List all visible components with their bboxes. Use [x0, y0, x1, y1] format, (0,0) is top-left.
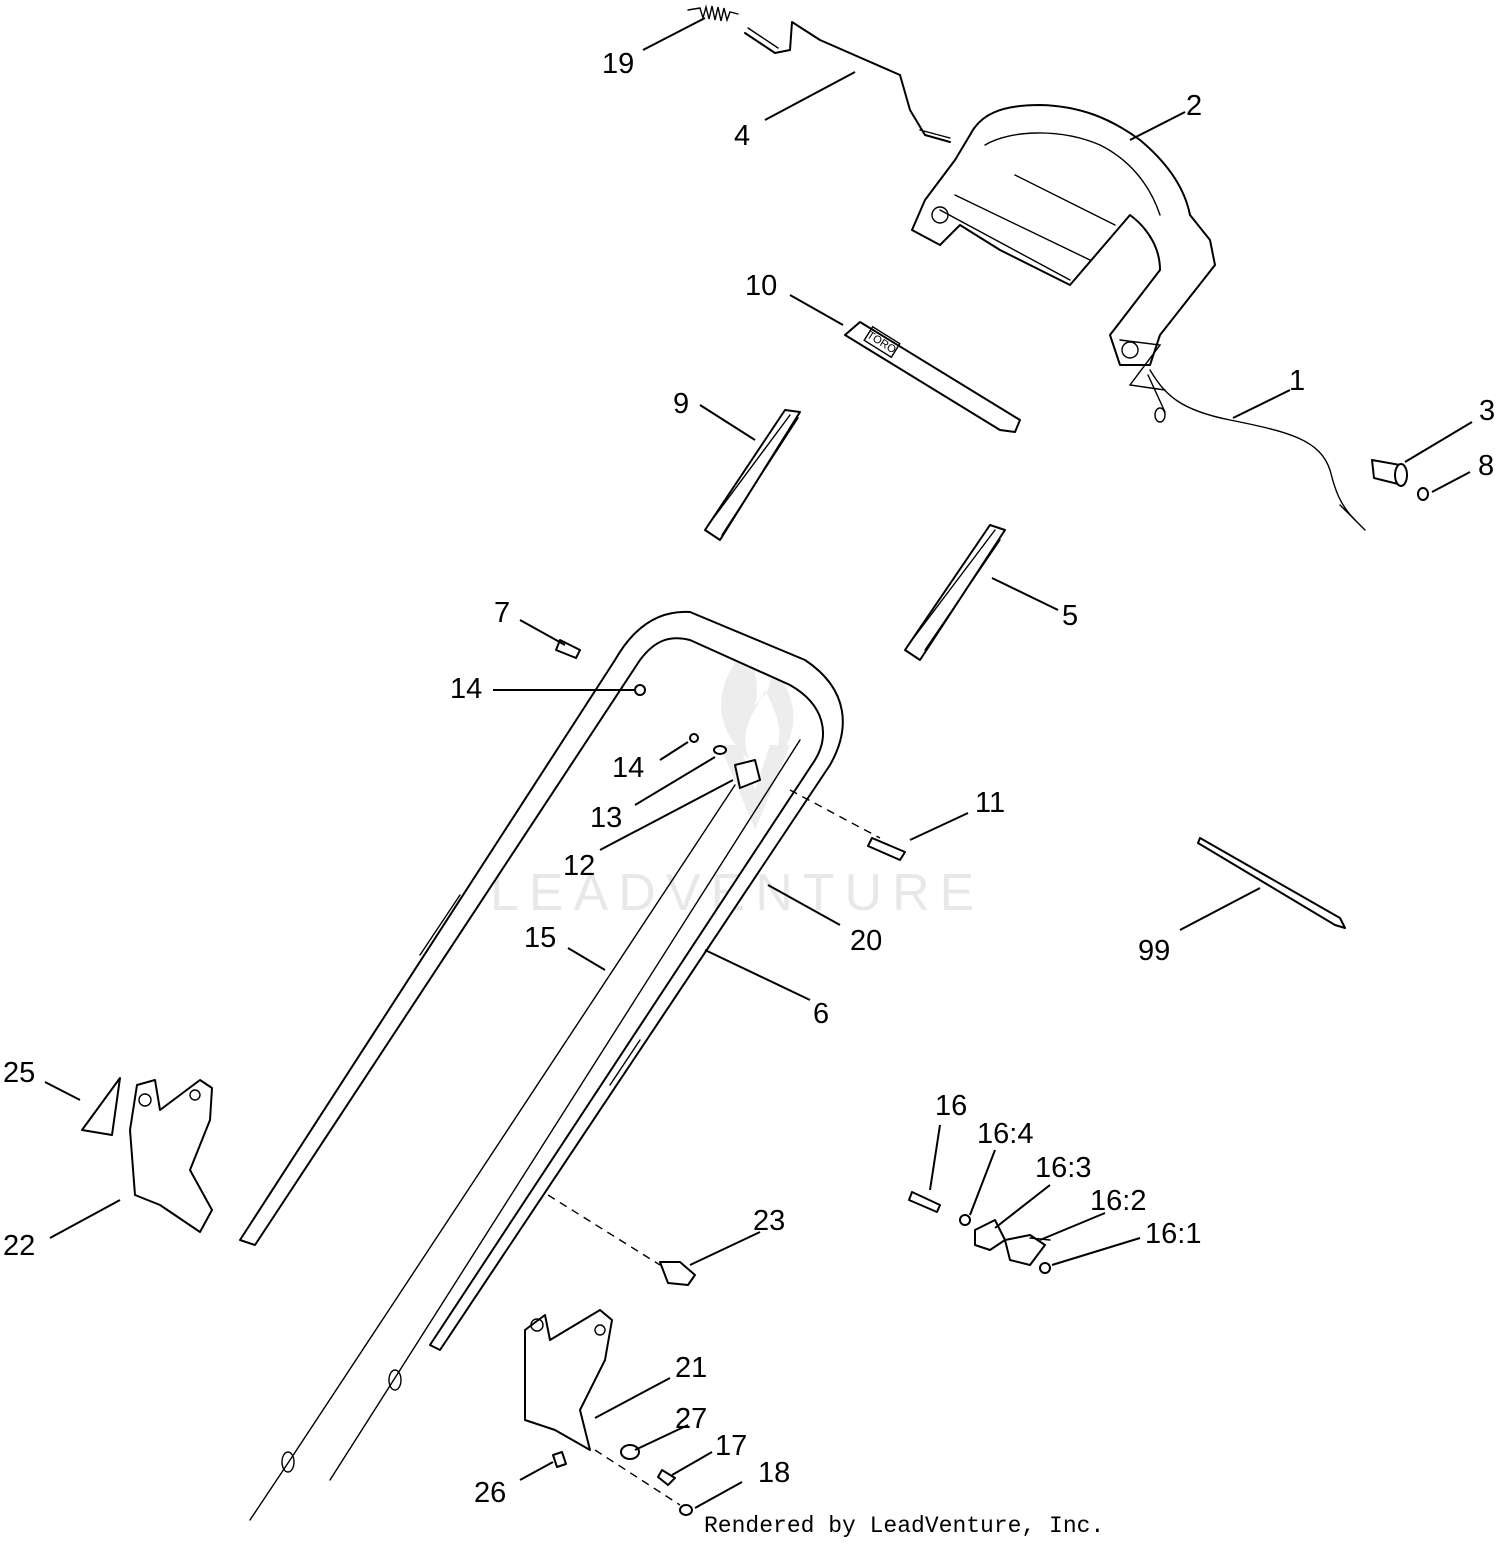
callout-9: 9 [673, 388, 689, 420]
part-5-grip [904, 524, 1006, 661]
part-4-rod [744, 21, 951, 143]
callout-19: 19 [602, 48, 634, 80]
part-10-decal-plate: TORO [844, 321, 1021, 433]
callout-16: 16 [935, 1090, 967, 1122]
callout-14b: 14 [612, 752, 644, 784]
callout-20: 20 [850, 925, 882, 957]
callout-21: 21 [675, 1352, 707, 1384]
callout-16-3: 16:3 [1035, 1152, 1091, 1184]
callout-13: 13 [590, 802, 622, 834]
callout-8: 8 [1478, 450, 1494, 482]
callout-1: 1 [1289, 365, 1305, 397]
callout-labels: 19 4 2 10 9 1 3 8 5 7 14 14 13 12 11 20 … [3, 48, 1495, 1509]
callout-23: 23 [753, 1205, 785, 1237]
callout-17: 17 [715, 1430, 747, 1462]
part-14-nut-a [634, 684, 646, 696]
callout-12: 12 [563, 850, 595, 882]
part-14-nut-b [689, 733, 699, 743]
part-2-upper-handle-bail [911, 104, 1216, 391]
part-3-knob [1371, 459, 1408, 487]
part-23-adapter [547, 1194, 696, 1286]
callout-99: 99 [1138, 935, 1170, 967]
callout-27: 27 [675, 1403, 707, 1435]
part-11-bolt [789, 789, 906, 861]
part-99-cable-tie [1197, 837, 1346, 929]
callout-22: 22 [3, 1230, 35, 1262]
callout-11: 11 [975, 787, 1005, 819]
callout-2: 2 [1186, 90, 1202, 122]
part-15-drive-cable [249, 784, 736, 1521]
callout-16-4: 16:4 [977, 1118, 1033, 1150]
part-8-washer [1417, 487, 1429, 501]
callout-5: 5 [1062, 600, 1078, 632]
callout-3: 3 [1479, 395, 1495, 427]
callout-7: 7 [494, 597, 510, 629]
part-6-brake-cable [329, 739, 801, 1481]
callout-16-2: 16:2 [1090, 1185, 1146, 1217]
part-22-left-bracket [129, 1079, 213, 1233]
part-21-right-bracket [524, 1309, 613, 1451]
rendered-by-credit: Rendered by LeadVenture, Inc. [704, 1513, 1104, 1539]
callout-16-1: 16:1 [1145, 1218, 1201, 1250]
part-19-spring [687, 4, 739, 23]
part-12-cable-clip [734, 759, 761, 789]
part-25-decal [81, 1077, 121, 1136]
callout-10: 10 [745, 270, 777, 302]
callout-15: 15 [524, 922, 556, 954]
callout-14a: 14 [450, 673, 482, 705]
leader-lines [44, 17, 1473, 1509]
callout-4: 4 [734, 120, 750, 152]
part-17-bolt [657, 1469, 676, 1486]
part-18-bolt [594, 1449, 693, 1516]
part-7-clip [555, 639, 581, 659]
callout-6: 6 [813, 998, 829, 1030]
callout-25: 25 [3, 1057, 35, 1089]
callout-26: 26 [474, 1477, 506, 1509]
part-1-control-cable [1147, 369, 1366, 531]
part-20-upper-handle [239, 610, 844, 1351]
part-13-washer [713, 745, 727, 755]
part-26-screw [552, 1451, 567, 1468]
part-27-washer [620, 1444, 640, 1460]
part-16-assembly [908, 1191, 1051, 1274]
callout-18: 18 [758, 1457, 790, 1489]
part-9-grip [704, 409, 801, 541]
